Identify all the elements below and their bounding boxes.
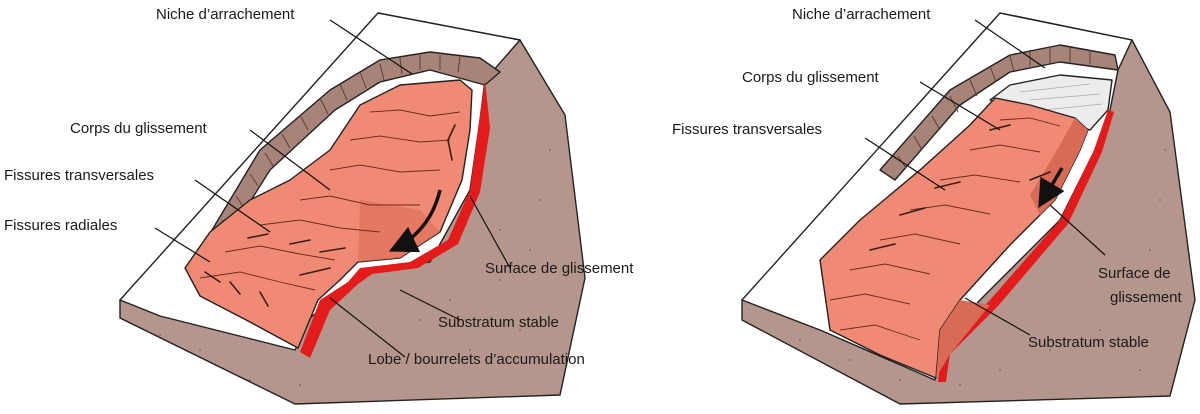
right-transverse-fissures bbox=[869, 124, 1051, 251]
left-substratum-texture bbox=[159, 149, 551, 386]
left-block-diagram bbox=[119, 12, 586, 405]
right-label-fissures-transversales: Fissures transversales bbox=[672, 121, 822, 138]
right-block-diagram bbox=[741, 12, 1196, 405]
left-radial-fissures bbox=[204, 271, 269, 307]
left-niche-scarp bbox=[199, 51, 501, 259]
right-label-substratum: Substratum stable bbox=[1028, 334, 1149, 351]
slide-direction-arrow bbox=[388, 189, 442, 253]
right-label-corps: Corps du glissement bbox=[742, 69, 880, 86]
right-label-surface-line1: Surface de bbox=[1098, 265, 1171, 282]
right-slide-direction-arrow bbox=[1038, 167, 1065, 209]
left-label-fissures-radiales: Fissures radiales bbox=[4, 217, 117, 234]
left-leader-lines bbox=[154, 19, 511, 358]
left-transverse-fissures bbox=[247, 124, 456, 276]
right-label-surface-line2: glissement bbox=[1110, 289, 1183, 306]
left-body-texture bbox=[199, 109, 461, 291]
right-substratum-texture bbox=[799, 149, 1166, 386]
left-sliding-surface bbox=[300, 80, 490, 358]
left-label-fissures-transversales: Fissures transversales bbox=[4, 167, 154, 184]
left-label-niche: Niche d’arrachement bbox=[156, 6, 295, 23]
left-label-corps: Corps du glissement bbox=[70, 120, 208, 137]
left-label-substratum: Substratum stable bbox=[438, 314, 559, 331]
right-leader-lines bbox=[864, 19, 1106, 336]
left-label-surface: Surface de glissement bbox=[485, 260, 634, 277]
left-slide-body bbox=[184, 79, 473, 349]
left-label-lobe: Lobe / bourrelets d’accumulation bbox=[368, 351, 585, 368]
right-label-niche: Niche d’arrachement bbox=[792, 6, 931, 23]
